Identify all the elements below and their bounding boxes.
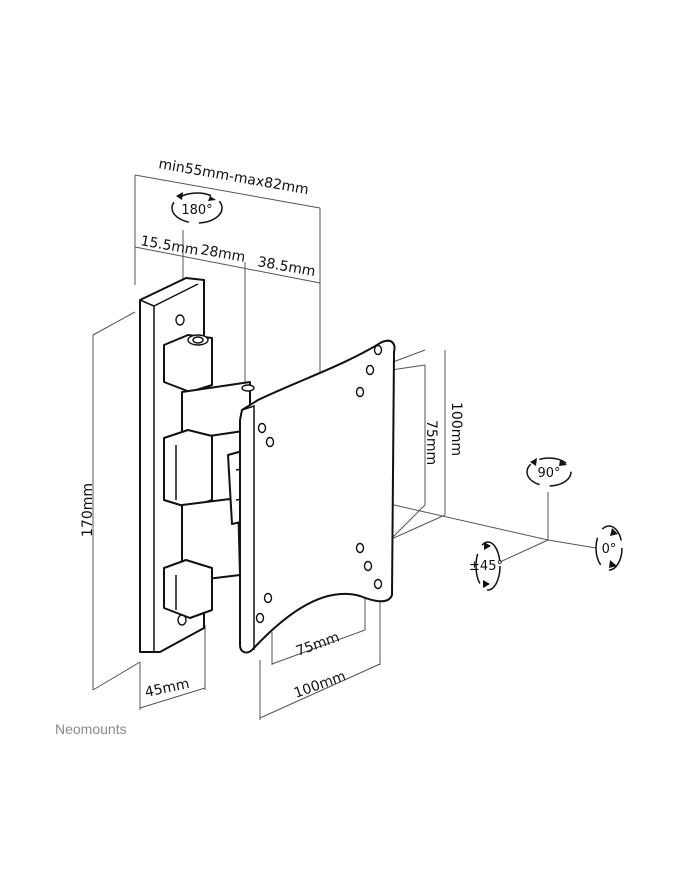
vesa-v-100-label: 100mm — [292, 668, 348, 702]
rotation-labels: 180° 90° 0° ±45° — [181, 203, 616, 574]
vesa-h-75-label: 75mm — [423, 420, 439, 465]
rotate-label: 0° — [602, 542, 617, 557]
vesa-plate — [239, 339, 396, 654]
hinge-assembly — [163, 334, 255, 619]
swivel-rotation-icon — [171, 192, 223, 224]
brand-logo: Neomounts — [55, 721, 127, 737]
tilt-label: 90° — [537, 466, 560, 481]
depth-range-label: min55mm-max82mm — [157, 156, 310, 198]
seg-b-label: 28mm — [199, 242, 246, 266]
height-label: 170mm — [80, 483, 96, 537]
dimension-lines — [92, 174, 597, 720]
vesa-v-75-label: 75mm — [294, 629, 342, 659]
pivot-label: ±45° — [469, 559, 503, 574]
pivot-rotation-icon — [475, 541, 501, 591]
vesa-h-100-label: 100mm — [448, 402, 464, 456]
seg-a-label: 15.5mm — [139, 233, 199, 259]
rotate-rotation-icon — [595, 525, 623, 571]
tilt-rotation-icon — [526, 457, 572, 487]
base-width-label: 45mm — [144, 676, 191, 701]
swivel-label: 180° — [181, 203, 212, 218]
